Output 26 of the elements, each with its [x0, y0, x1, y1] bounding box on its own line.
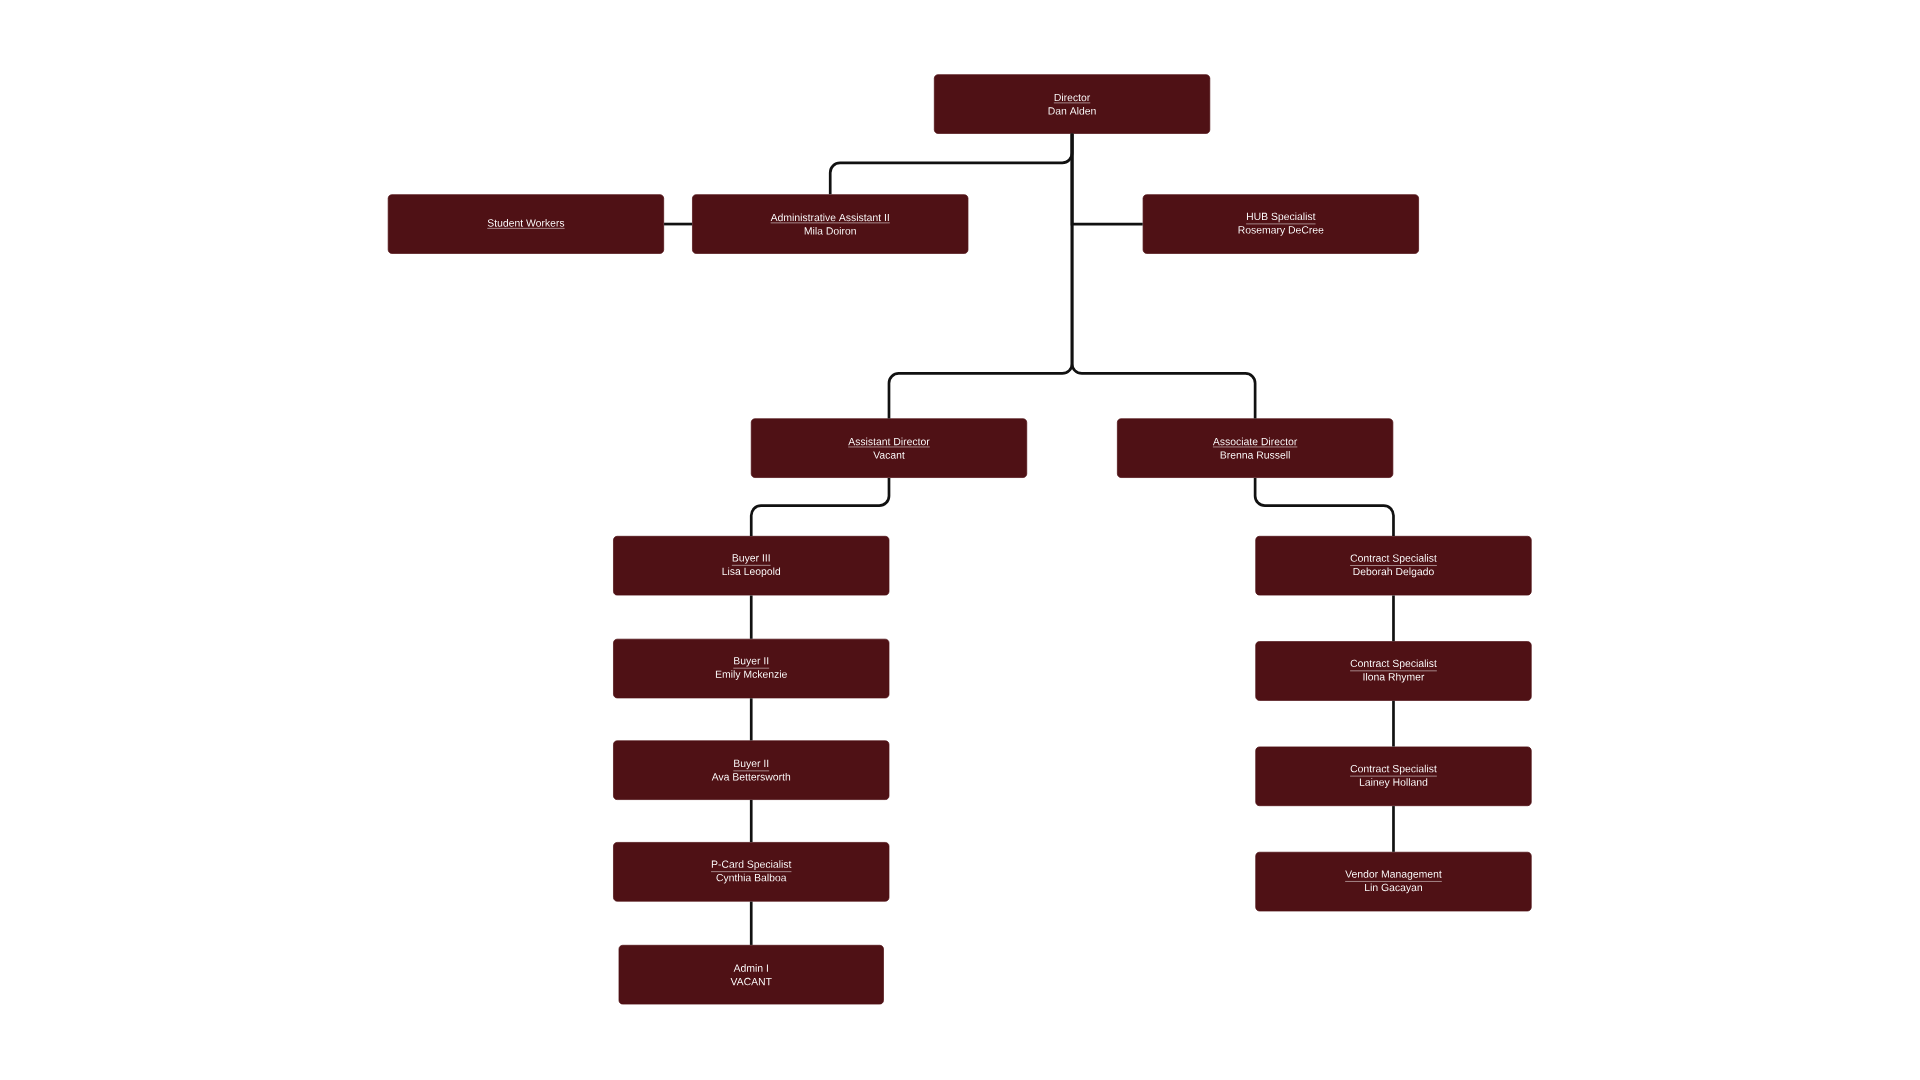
position-box: P-Card Specialist Cynthia Balboa — [613, 842, 890, 902]
connector-line — [749, 901, 753, 945]
connector-line — [1392, 595, 1395, 642]
connector-line — [1070, 133, 1257, 419]
connector-line — [1253, 477, 1395, 536]
position-box: Assistant Director Vacant — [750, 418, 1028, 478]
connector-line — [1392, 700, 1395, 747]
connector-line — [749, 477, 891, 536]
connector-line — [749, 799, 753, 843]
position-box: Administrative Assistant II Mila Doiron — [692, 194, 969, 254]
position-box: Vendor Management Lin Gacayan — [1255, 851, 1532, 912]
position-box: Contract Specialist Deborah Delgado — [1255, 535, 1532, 596]
position-box: Buyer II Ava Bettersworth — [613, 740, 890, 800]
connector-line — [749, 698, 753, 741]
position-box: Admin I VACANT — [618, 944, 884, 1005]
position-box: Contract Specialist Lainey Holland — [1255, 746, 1532, 807]
connector-line — [1392, 806, 1395, 852]
position-box: Student Workers — [387, 194, 665, 254]
position-box: HUB Specialist Rosemary DeCree — [1142, 194, 1419, 254]
position-box: Associate Director Brenna Russell — [1117, 418, 1394, 478]
position-box: Director Dan Alden — [933, 74, 1211, 134]
position-box: Buyer II Emily Mckenzie — [613, 638, 890, 699]
connector-line — [664, 222, 693, 226]
position-box: Contract Specialist Ilona Rhymer — [1255, 641, 1532, 701]
position-box: Buyer III Lisa Leopold — [613, 535, 890, 596]
connector-line — [749, 595, 753, 639]
